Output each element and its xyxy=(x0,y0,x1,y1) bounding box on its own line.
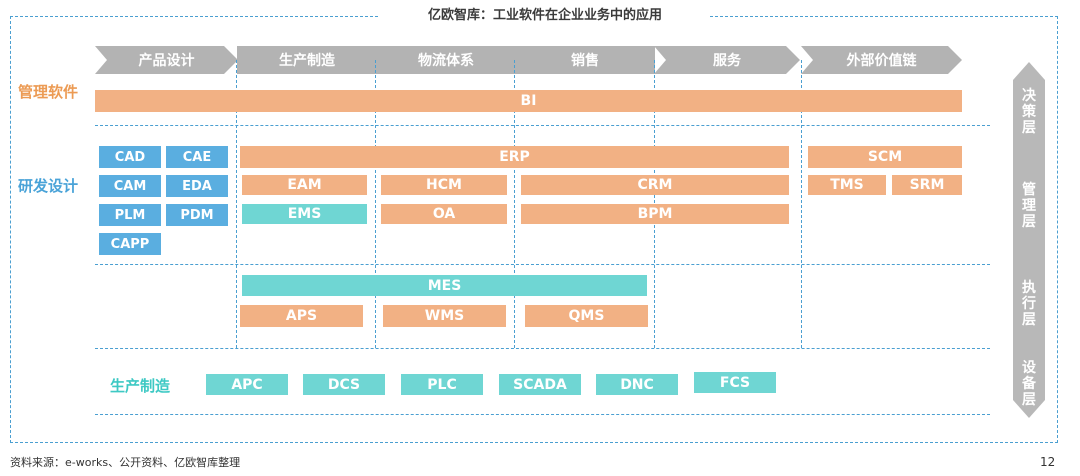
box-plm: PLM xyxy=(99,204,161,226)
box-capp: CAPP xyxy=(99,233,161,255)
box-cae: CAE xyxy=(166,146,228,168)
box-tms: TMS xyxy=(808,175,886,195)
row-separator-2 xyxy=(95,264,990,265)
stage-sales: 销售 xyxy=(515,46,655,74)
row-label-production: 生产制造 xyxy=(110,377,171,395)
row-separator-1 xyxy=(95,125,990,126)
row-separator-3 xyxy=(95,348,990,349)
separator-2 xyxy=(375,60,376,348)
box-srm: SRM xyxy=(892,175,962,195)
stage-service: 服务 xyxy=(654,46,800,74)
layer-execution: 执行层 xyxy=(1022,280,1036,328)
box-plc: PLC xyxy=(401,374,483,395)
box-scm: SCM xyxy=(808,146,962,168)
box-erp: ERP xyxy=(240,146,789,168)
box-pdm: PDM xyxy=(166,204,228,226)
layer-equipment: 设备层 xyxy=(1022,360,1036,408)
box-mes: MES xyxy=(242,275,647,296)
stage-manufacturing: 生产制造 xyxy=(237,46,377,74)
layer-decision: 决策层 xyxy=(1022,88,1036,136)
box-bi: BI xyxy=(95,90,962,112)
box-dcs: DCS xyxy=(303,374,385,395)
box-bpm: BPM xyxy=(521,204,789,224)
box-eda: EDA xyxy=(166,175,228,197)
box-wms: WMS xyxy=(383,305,506,327)
box-cad: CAD xyxy=(99,146,161,168)
box-dnc: DNC xyxy=(596,374,678,395)
box-fcs: FCS xyxy=(694,372,776,393)
box-ems: EMS xyxy=(242,204,367,224)
row-label-management: 管理软件 xyxy=(18,83,79,101)
page-number: 12 xyxy=(1040,455,1056,469)
box-qms: QMS xyxy=(525,305,648,327)
row-separator-4 xyxy=(95,414,990,415)
source-note: 资料来源：e-works、公开资料、亿欧智库整理 xyxy=(10,456,241,469)
stage-external-value-chain: 外部价值链 xyxy=(801,46,962,74)
box-oa: OA xyxy=(381,204,507,224)
separator-1 xyxy=(236,60,237,348)
box-eam: EAM xyxy=(242,175,367,195)
box-hcm: HCM xyxy=(381,175,507,195)
stage-product-design: 产品设计 xyxy=(95,46,238,74)
layer-management: 管理层 xyxy=(1022,182,1036,230)
separator-3 xyxy=(514,60,515,348)
box-aps: APS xyxy=(240,305,363,327)
box-crm: CRM xyxy=(521,175,789,195)
separator-5 xyxy=(801,60,802,348)
box-apc: APC xyxy=(206,374,288,395)
diagram-title: 亿欧智库：工业软件在企业业务中的应用 xyxy=(380,6,710,26)
layer-double-arrow xyxy=(1013,62,1045,418)
stage-logistics: 物流体系 xyxy=(376,46,516,74)
row-label-rnd: 研发设计 xyxy=(18,177,79,195)
box-scada: SCADA xyxy=(499,374,581,395)
box-cam: CAM xyxy=(99,175,161,197)
